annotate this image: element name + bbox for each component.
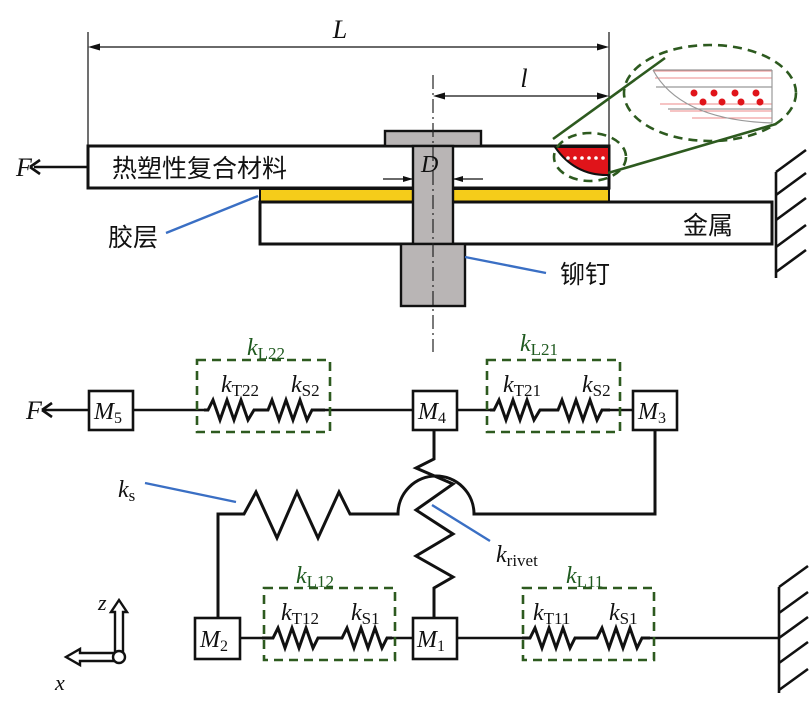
svg-text:kL11: kL11 [566,563,603,591]
svg-text:kT21: kT21 [503,372,541,400]
metal-label: 金属 [683,211,733,240]
dimension-D-label: D [420,152,438,178]
svg-text:M4: M4 [417,399,446,427]
svg-text:kS2: kS2 [582,372,611,400]
axis-z-label: z [97,590,107,615]
rivet-leader [464,255,547,275]
svg-text:M3: M3 [637,399,666,427]
adhesive-label: 胶层 [108,223,158,252]
force-arrow-top: F [15,153,88,182]
svg-text:ks: ks [118,477,135,505]
metal-plate [258,200,774,246]
svg-text:M5: M5 [93,399,122,427]
composite-label: 热塑性复合材料 [112,154,287,183]
composite-plate [86,144,611,190]
dimension-L: L [87,15,610,145]
fixed-wall-bottom [777,564,809,693]
spring-group-kL22: kL22 kT22 kS2 [195,335,332,434]
mass-M5: M5 [87,389,135,432]
svg-text:kL12: kL12 [296,563,334,591]
svg-text:kS1: kS1 [351,600,380,628]
coordinate-axes: z x [54,590,130,695]
svg-text:krivet: krivet [496,542,538,570]
svg-text:kL21: kL21 [520,331,558,359]
mass-M2: M2 [193,616,242,661]
dimension-L-label: L [332,15,347,44]
adhesive-leader [165,194,259,235]
rivet: D [383,75,483,352]
svg-text:kL22: kL22 [247,335,285,363]
force-label-top: F [15,153,33,182]
rivet-label: 铆钉 [560,260,610,289]
svg-text:M1: M1 [416,627,445,655]
svg-text:kT11: kT11 [533,600,570,628]
spring-krivet: krivet [412,430,538,658]
svg-text:kT22: kT22 [221,372,259,400]
spring-group-kL12: kL12 kT12 kS1 [262,563,397,662]
mass-M3: M3 [631,389,679,432]
damage-zoom-callout [552,43,798,183]
mass-M1: M1 [411,616,459,661]
spring-group-kL21: kL21 kT21 kS2 [485,331,622,434]
force-arrow-bottom: F [25,396,89,425]
svg-text:kS1: kS1 [609,600,638,628]
fixed-wall-top [774,148,807,278]
spring-group-kL11: kL11 kT11 kS1 [521,563,656,662]
axis-x-label: x [54,670,65,695]
force-label-bottom: F [25,396,43,425]
dimension-l: l [433,64,609,100]
svg-text:M2: M2 [199,627,228,655]
svg-text:kS2: kS2 [291,372,320,400]
svg-text:kT12: kT12 [281,600,319,628]
mass-M4: M4 [411,389,459,432]
dimension-l-label: l [520,64,527,93]
